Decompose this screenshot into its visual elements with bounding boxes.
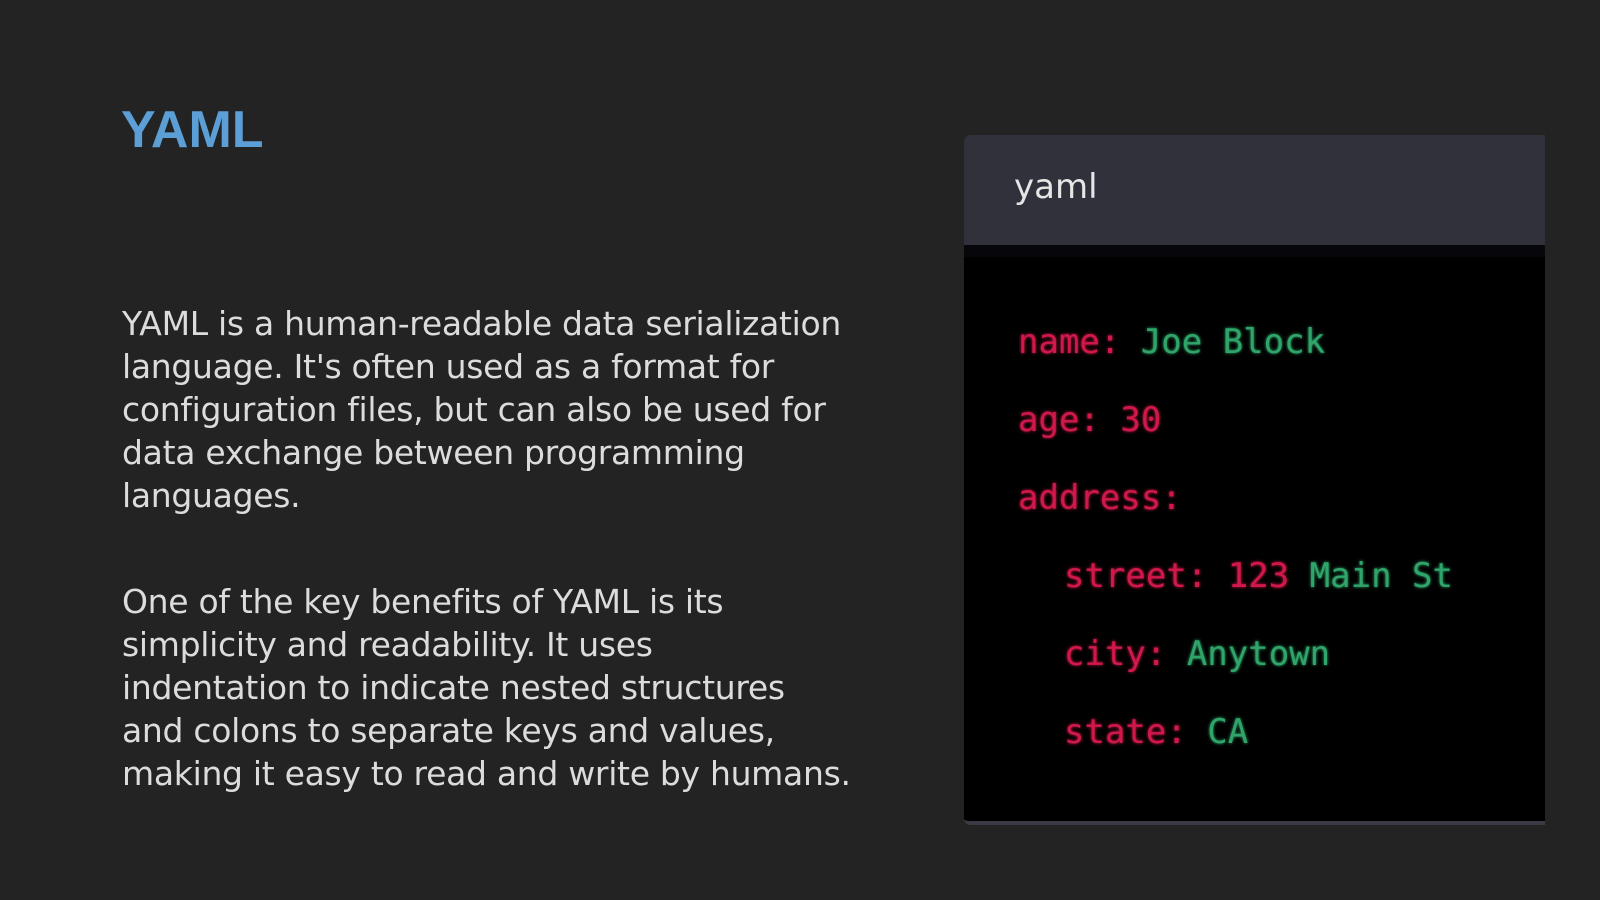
code-value: Main St xyxy=(1289,556,1453,596)
code-key: address: xyxy=(1018,478,1182,518)
text-line: indentation to indicate nested structure… xyxy=(122,668,785,707)
paragraph-intro: YAML is a human-readable data serializat… xyxy=(122,302,841,517)
code-value: 123 xyxy=(1207,556,1290,596)
text-line: simplicity and readability. It uses xyxy=(122,625,653,664)
language-label: yaml xyxy=(1014,167,1098,207)
text-line: languages. xyxy=(122,476,301,515)
code-key: city: xyxy=(1064,634,1167,674)
slide-title: YAML xyxy=(121,101,264,159)
code-line: address: xyxy=(1018,459,1453,537)
text-line: making it easy to read and write by huma… xyxy=(122,754,851,793)
text-line: data exchange between programming xyxy=(122,433,745,472)
code-value: Anytown xyxy=(1166,634,1331,674)
code-key: street: xyxy=(1064,556,1208,596)
text-line: configuration files, but can also be use… xyxy=(122,390,826,429)
code-panel-header: yaml xyxy=(964,135,1545,257)
code-value: Joe Block xyxy=(1120,322,1326,362)
text-line: YAML is a human-readable data serializat… xyxy=(122,304,842,343)
text-line: and colons to separate keys and values, xyxy=(122,711,775,750)
code-block: name: Joe Block age: 30 address: street:… xyxy=(1018,303,1453,771)
code-line: age: 30 xyxy=(1018,381,1453,459)
code-value: CA xyxy=(1186,712,1249,752)
code-key: age: xyxy=(1018,400,1100,440)
text-line: language. It's often used as a format fo… xyxy=(122,347,775,386)
code-line: city: Anytown xyxy=(1018,615,1453,693)
text-line: One of the key benefits of YAML is its xyxy=(122,582,724,621)
code-line: street: 123 Main St xyxy=(1018,537,1453,615)
paragraph-benefits: One of the key benefits of YAML is its s… xyxy=(122,580,851,795)
code-line: state: CA xyxy=(1018,693,1453,771)
code-panel: yaml name: Joe Block age: 30 address: st… xyxy=(964,135,1545,825)
code-key: state: xyxy=(1064,712,1187,752)
code-value: 30 xyxy=(1099,400,1162,440)
code-key: name: xyxy=(1018,322,1121,362)
code-line: name: Joe Block xyxy=(1018,303,1453,381)
